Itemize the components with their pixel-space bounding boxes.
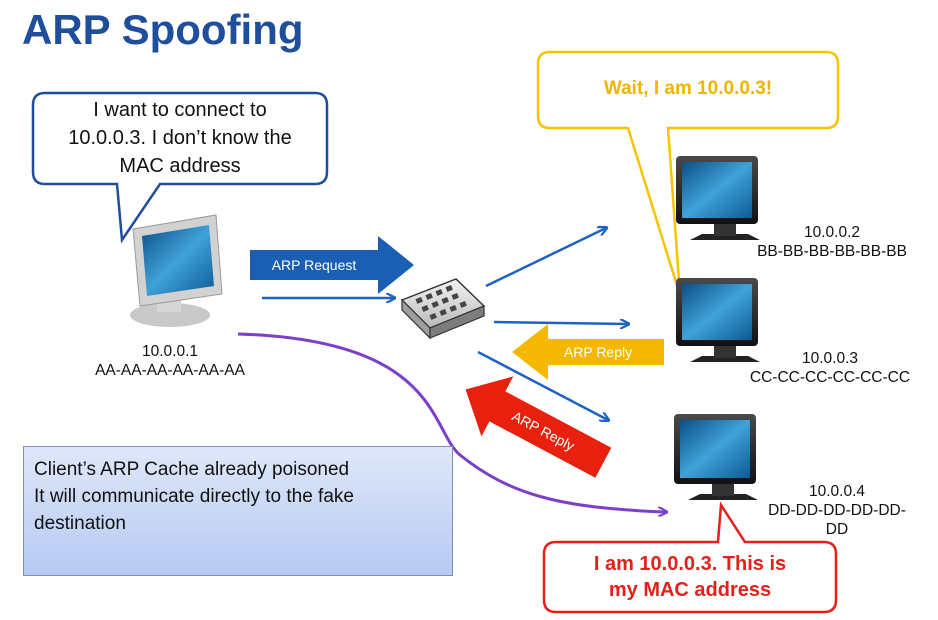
client-speech-bubble	[31, 91, 329, 244]
host2-ip: 10.0.0.2	[803, 224, 861, 241]
info-line-3: destination	[34, 513, 126, 534]
host4-computer-icon	[674, 414, 758, 500]
switch-to-host2-arrow	[485, 228, 606, 288]
switch-to-host4-arrow	[477, 350, 608, 420]
host2-address-label: 10.0.0.2 BB-BB-BB-BB-BB-BB	[734, 223, 930, 261]
host3-bubble-text: Wait, I am 10.0.0.3!	[603, 78, 773, 99]
client-address-label: 10.0.0.1 AA-AA-AA-AA-AA-AA	[60, 342, 280, 380]
client-bubble-text: I want to connect to 10.0.0.3. I don’t k…	[68, 99, 292, 177]
host4-mac-line1: DD-DD-DD-DD-DD-	[768, 502, 906, 519]
attacker-bubble-text: I am 10.0.0.3. This is my MAC address	[593, 553, 787, 601]
client-computer-icon	[130, 214, 223, 327]
client-mac: AA-AA-AA-AA-AA-AA	[95, 362, 245, 379]
attacker-speech-bubble	[542, 501, 838, 614]
info-line-1: Client’s ARP Cache already poisoned	[34, 459, 350, 480]
host4-address-label: 10.0.0.4 DD-DD-DD-DD-DD- DD	[748, 482, 926, 539]
arp-request-arrow: ARP Request	[250, 236, 414, 294]
fake-arp-reply-arrow: ARP Reply	[465, 376, 612, 478]
host4-mac-line2: DD	[825, 521, 849, 538]
network-switch-icon	[400, 278, 486, 340]
info-line-2: It will communicate directly to the fake	[34, 486, 354, 507]
host3-computer-icon	[676, 278, 760, 362]
arp-request-label: ARP Request	[272, 257, 357, 273]
arp-reply-arrow: ARP Reply	[512, 324, 664, 380]
host3-mac: CC-CC-CC-CC-CC-CC	[749, 369, 911, 386]
client-ip: 10.0.0.1	[141, 343, 199, 360]
host3-speech-bubble	[536, 50, 840, 296]
host2-computer-icon	[676, 156, 760, 240]
host4-ip: 10.0.0.4	[808, 483, 866, 500]
host3-address-label: 10.0.0.3 CC-CC-CC-CC-CC-CC	[728, 349, 932, 387]
host2-mac: BB-BB-BB-BB-BB-BB	[757, 243, 907, 260]
info-box: Client’s ARP Cache already poisoned It w…	[23, 446, 453, 576]
switch-to-host3-arrow	[493, 322, 628, 324]
host3-ip: 10.0.0.3	[801, 350, 859, 367]
slide-title: ARP Spoofing	[22, 6, 304, 53]
arp-reply-label: ARP Reply	[564, 344, 632, 360]
poisoned-path-arrow	[237, 332, 666, 512]
